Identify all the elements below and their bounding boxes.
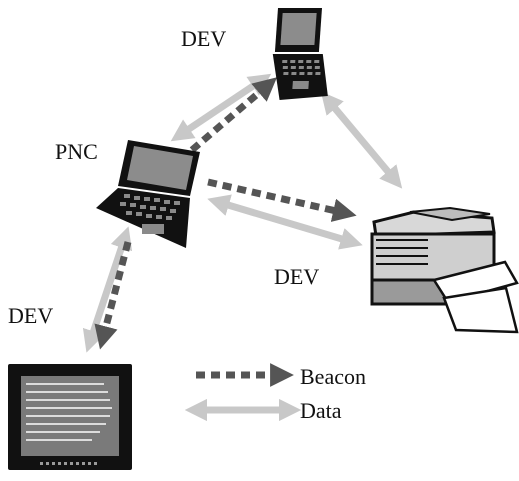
legend-beacon-label: Beacon [300,364,366,389]
pnc-label: PNC [55,139,98,164]
data-arrow-pnc-printer [207,194,363,250]
legend-data-label: Data [300,398,342,423]
data-arrow-pnc-dev-top [170,73,272,142]
beacon-arrow-pnc-dev-top [189,77,278,153]
data-arrow-pnc-monitor [82,226,133,353]
laptop-icon [272,8,328,100]
printer-icon [370,206,519,334]
dev-top-label: DEV [181,26,227,51]
laptop-icon [96,140,200,248]
data-arrow-dev-top-printer [320,91,403,189]
monitor-icon [8,364,132,470]
beacon-arrow-pnc-printer [207,178,357,222]
dev-printer-label: DEV [274,264,320,289]
data-arrows [82,73,403,422]
beacon-arrows [94,77,357,387]
dev-left-label: DEV [8,303,54,328]
beacon-arrow-pnc-monitor [94,241,132,350]
